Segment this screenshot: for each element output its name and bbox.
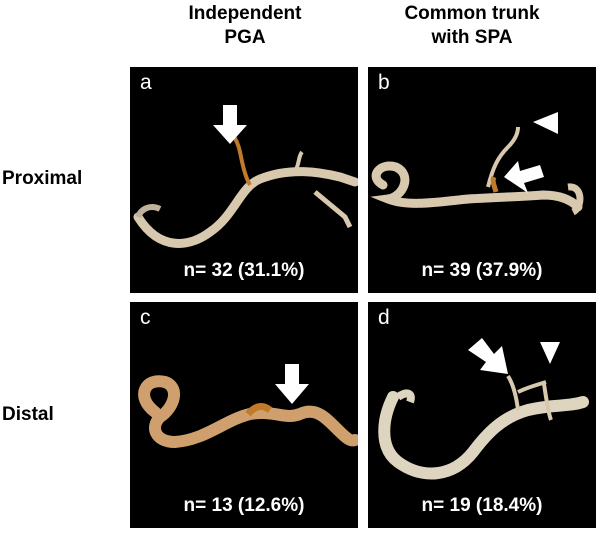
arrowhead-down-icon <box>540 342 560 364</box>
row-header-proximal: Proximal <box>2 168 83 189</box>
image-panel-a: a n= 32 (31.1%) <box>130 67 358 293</box>
column-header-line: with SPA <box>431 27 513 48</box>
arrow-down-icon <box>275 364 309 404</box>
arrow-left-icon <box>504 161 544 193</box>
vessel-render-c <box>138 364 358 449</box>
image-panel-b: b n= 39 (37.9%) <box>368 67 596 293</box>
column-header-line: Common trunk <box>404 3 540 24</box>
vessel-render-d <box>378 338 589 480</box>
arrow-down-icon <box>213 105 247 144</box>
panel-count-a: n= 32 (31.1%) <box>183 260 305 281</box>
column-header-common-trunk: Common trunk with SPA <box>372 2 572 50</box>
vessel-render-b <box>370 112 584 216</box>
panel-letter-a: a <box>140 71 152 94</box>
panel-count-b: n= 39 (37.9%) <box>421 260 543 281</box>
panel-letter-d: d <box>378 306 390 329</box>
image-panel-c: c n= 13 (12.6%) <box>130 302 358 528</box>
column-header-independent-pga: Independent PGA <box>145 2 345 50</box>
column-header-line: PGA <box>224 27 266 48</box>
arrow-down-right-icon <box>468 338 508 374</box>
panel-letter-b: b <box>378 71 390 94</box>
panel-count-c: n= 13 (12.6%) <box>183 495 305 516</box>
panel-count-d: n= 19 (18.4%) <box>421 495 543 516</box>
panel-letter-c: c <box>140 306 151 329</box>
column-header-line: Independent <box>188 3 302 24</box>
arrowhead-left-icon <box>533 112 558 134</box>
image-panel-d: d n= 19 (18.4%) <box>368 302 596 528</box>
vessel-render-a <box>133 105 358 248</box>
row-header-distal: Distal <box>2 404 54 425</box>
